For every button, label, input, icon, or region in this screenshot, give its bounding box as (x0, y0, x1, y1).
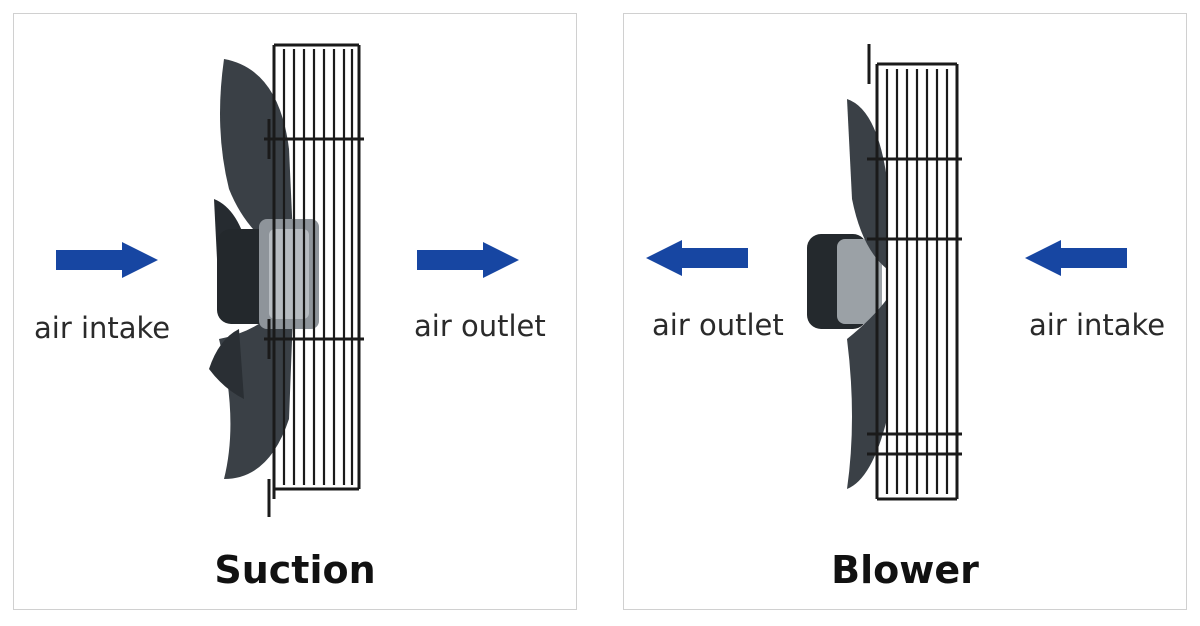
air-outlet-label: air outlet (414, 309, 546, 343)
blower-caption: Blower (831, 548, 979, 592)
suction-caption: Suction (214, 548, 376, 592)
arrow-right-icon (417, 242, 519, 278)
air-intake-label: air intake (34, 311, 171, 345)
axial-fan-icon (807, 44, 962, 501)
blower-panel: air outlet (623, 13, 1187, 610)
arrow-left-icon (646, 240, 748, 276)
suction-panel: air intake (13, 13, 577, 610)
air-intake-label: air intake (1029, 308, 1166, 342)
arrow-right-icon (56, 242, 158, 278)
air-outlet-label: air outlet (652, 308, 784, 342)
axial-fan-icon (209, 43, 364, 517)
arrow-left-icon (1025, 240, 1127, 276)
